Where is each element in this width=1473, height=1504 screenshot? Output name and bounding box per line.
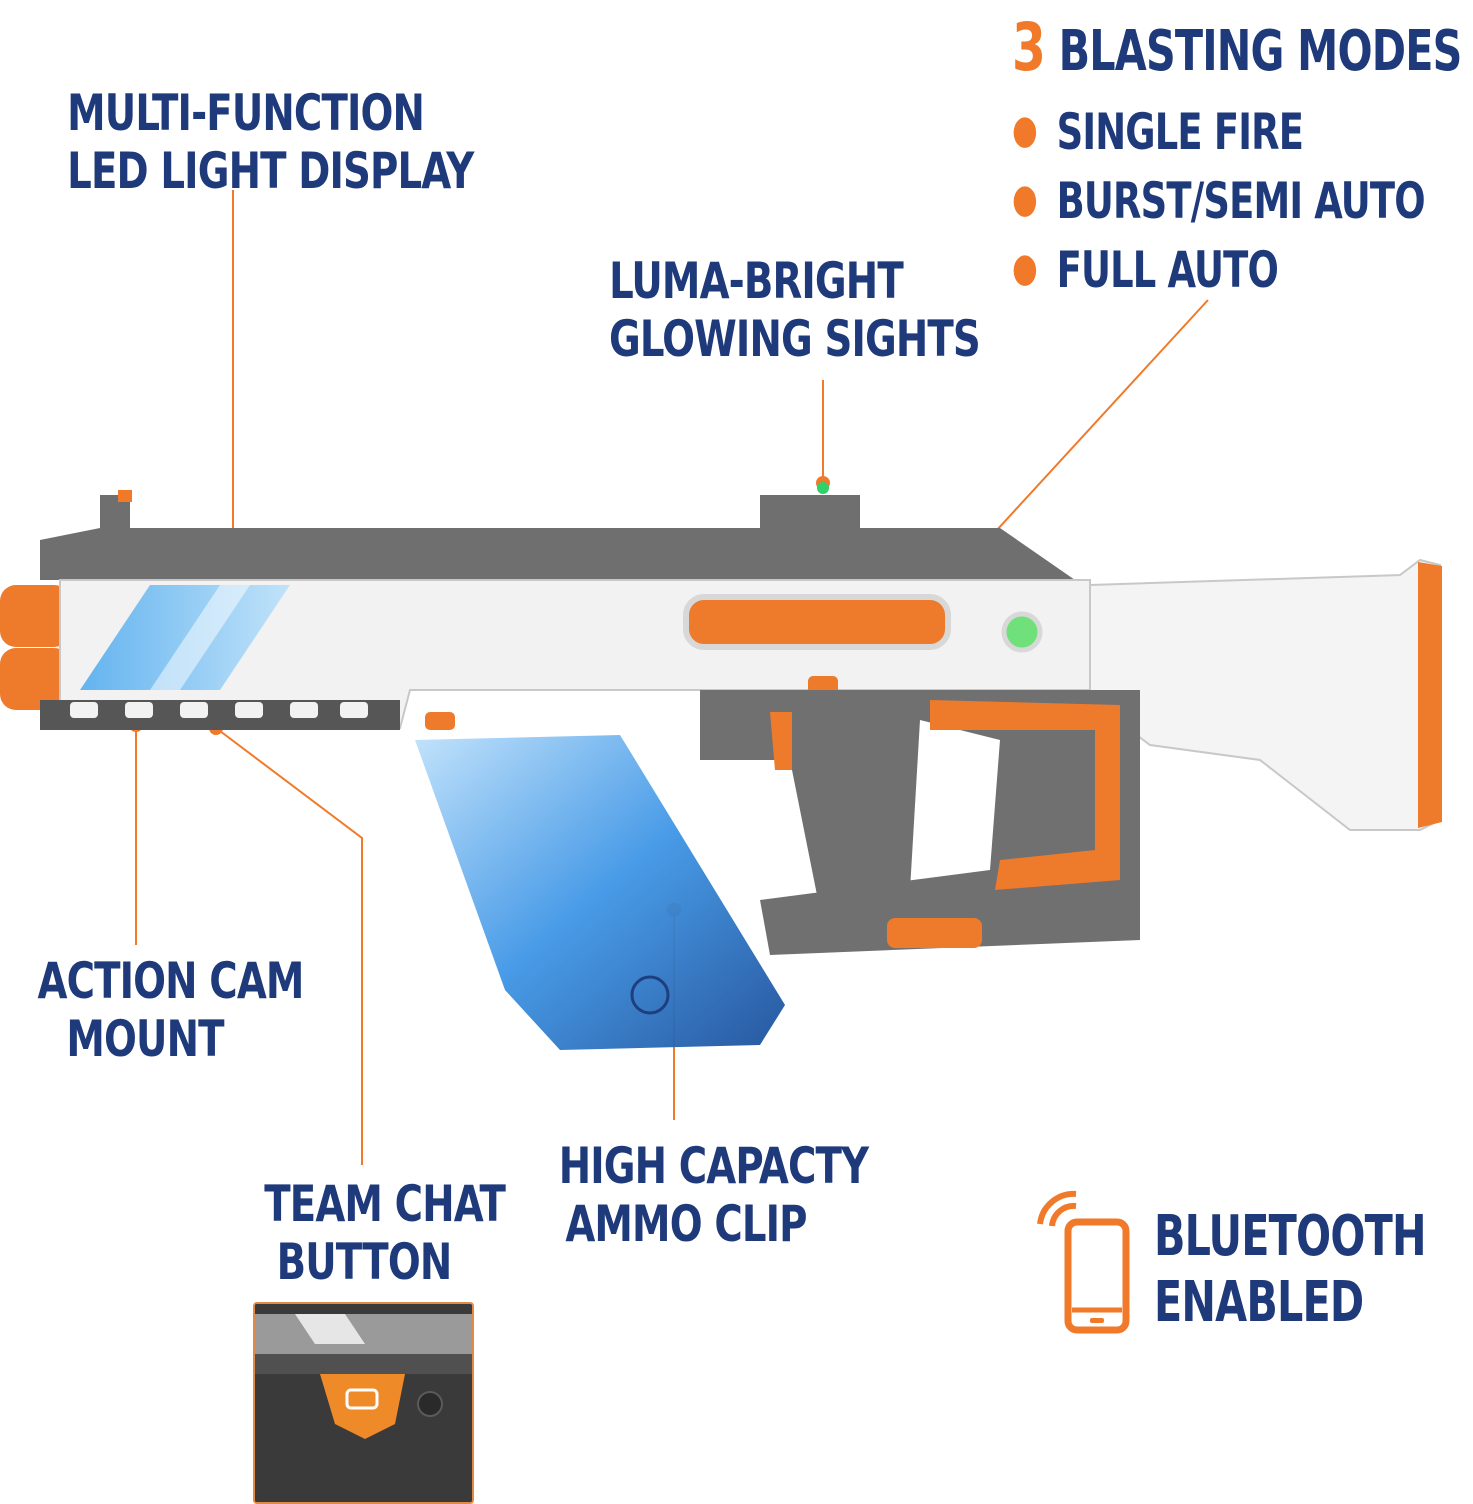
- smartphone-wireless-icon: [1037, 1190, 1130, 1334]
- bluetooth-label: BLUETOOTH ENABLED: [1154, 1204, 1427, 1336]
- callout-chat-line2: BUTTON: [276, 1233, 453, 1291]
- callout-led-line2: LED LIGHT DISPLAY: [67, 142, 474, 200]
- bluetooth-line2: ENABLED: [1154, 1270, 1364, 1335]
- blasting-modes-title: BLASTING MODES: [1058, 19, 1463, 84]
- blasting-modes-panel: 3 BLASTING MODES ●SINGLE FIRE ●BURST/SEM…: [1012, 0, 1473, 307]
- callout-action-cam-mount: ACTION CAM MOUNT: [37, 952, 305, 1068]
- list-item: ●SINGLE FIRE: [1012, 103, 1304, 161]
- team-chat-button-closeup-icon: [255, 1304, 472, 1502]
- callout-sights-line1: LUMA-BRIGHT: [609, 252, 904, 310]
- blasting-modes-list: ●SINGLE FIRE ●BURST/SEMI AUTO ●FULL AUTO: [1012, 100, 1473, 307]
- callout-ammo-clip: HIGH CAPACTY AMMO CLIP: [558, 1137, 869, 1253]
- callout-clip-line2: AMMO CLIP: [565, 1195, 807, 1253]
- callout-cam-line1: ACTION CAM: [37, 952, 305, 1010]
- bluetooth-line1: BLUETOOTH: [1154, 1204, 1427, 1269]
- list-item: ●BURST/SEMI AUTO: [1012, 172, 1426, 230]
- callout-chat-line1: TEAM CHAT: [264, 1175, 506, 1233]
- callout-clip-line1: HIGH CAPACTY: [558, 1137, 869, 1195]
- callout-sights-line2: GLOWING SIGHTS: [608, 310, 981, 368]
- bluetooth-badge: BLUETOOTH ENABLED: [1032, 1190, 1462, 1340]
- callout-led-display: MULTI-FUNCTION LED LIGHT DISPLAY: [67, 84, 474, 200]
- team-chat-button-closeup: [253, 1302, 474, 1504]
- blasting-modes-heading: 3 BLASTING MODES: [1012, 0, 1462, 100]
- callout-cam-line2: MOUNT: [66, 1010, 224, 1068]
- blasting-modes-number: 3: [1012, 9, 1046, 86]
- callout-glowing-sights: LUMA-BRIGHT GLOWING SIGHTS: [608, 252, 981, 368]
- list-item: ●FULL AUTO: [1012, 241, 1279, 299]
- callout-team-chat-button: TEAM CHAT BUTTON: [264, 1175, 506, 1291]
- callout-led-line1: MULTI-FUNCTION: [67, 84, 425, 142]
